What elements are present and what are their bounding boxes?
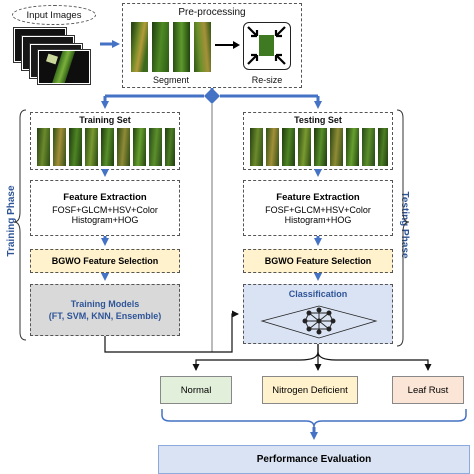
training-models-box: Training Models (FT, SVM, KNN, Ensemble) xyxy=(30,284,180,336)
class-rust-box: Leaf Rust xyxy=(392,376,464,404)
resize-label: Re-size xyxy=(251,75,283,85)
training-set-box: Training Set xyxy=(30,112,180,170)
classification-title: Classification xyxy=(288,289,348,299)
testing-feature-title: Feature Extraction xyxy=(276,191,360,203)
classes-brace xyxy=(161,409,467,428)
training-models-list: (FT, SVM, KNN, Ensemble) xyxy=(48,311,162,321)
leaf-thumbnail-icon xyxy=(152,22,169,72)
testing-set-title: Testing Set xyxy=(294,115,342,125)
preprocessing-box: Pre-processing Segment Re-size xyxy=(122,3,302,88)
input-images-group: Input Images xyxy=(8,4,100,84)
input-images-label-ellipse: Input Images xyxy=(12,5,96,25)
leaf-thumbnail-icon xyxy=(298,128,311,166)
class-normal-box: Normal xyxy=(160,376,232,404)
training-selection-label: BGWO Feature Selection xyxy=(51,256,159,266)
training-feature-line1: FOSF+GLCM+HSV+Color xyxy=(52,204,158,215)
segment-label: Segment xyxy=(152,75,190,85)
training-feature-line2: Histogram+HOG xyxy=(71,214,139,225)
leaf-thumbnail-icon xyxy=(378,128,388,166)
leaf-thumbnail-icon xyxy=(266,128,279,166)
testing-selection-label: BGWO Feature Selection xyxy=(264,256,372,266)
leaf-thumbnail-icon xyxy=(117,128,130,166)
input-images-label: Input Images xyxy=(26,9,82,21)
leaf-thumbnail-icon xyxy=(69,128,82,166)
training-phase-bracket xyxy=(13,109,27,341)
class-rust-label: Leaf Rust xyxy=(407,384,449,396)
leaf-thumbnail-icon xyxy=(250,128,263,166)
resize-arrow xyxy=(215,44,235,46)
arrow-to-normal xyxy=(192,344,319,371)
leaf-thumbnail-icon xyxy=(165,128,175,166)
split-diamond xyxy=(204,88,220,104)
training-set-title: Training Set xyxy=(79,115,131,125)
arrow-model-to-classification xyxy=(104,310,239,353)
testing-feature-line2: Histogram+HOG xyxy=(284,214,352,225)
leaf-thumbnail-icon xyxy=(330,128,343,166)
training-feature-extraction-box: Feature Extraction FOSF+GLCM+HSV+Color H… xyxy=(30,180,180,236)
arrow-to-rust xyxy=(317,351,432,371)
leaf-thumbnail-icon xyxy=(149,128,162,166)
testing-set-box: Testing Set xyxy=(243,112,393,170)
testing-phase-bracket xyxy=(396,109,410,347)
neural-network-icon xyxy=(260,305,378,339)
image-stack-icon xyxy=(14,28,98,84)
leaf-thumbnail-icon xyxy=(101,128,114,166)
leaf-thumbnail-icon xyxy=(131,22,148,72)
leaf-thumbnail-icon xyxy=(37,128,50,166)
class-normal-label: Normal xyxy=(180,384,212,396)
leaf-thumbnail-icon xyxy=(194,22,211,72)
training-set-thumbnails xyxy=(37,128,175,166)
testing-feature-line1: FOSF+GLCM+HSV+Color xyxy=(265,204,371,215)
class-nitrogen-box: Nitrogen Deficient xyxy=(262,376,358,404)
leaf-thumbnail-icon xyxy=(53,128,66,166)
resize-arrow-head xyxy=(233,41,240,49)
performance-evaluation-label: Performance Evaluation xyxy=(256,454,372,465)
resize-icon xyxy=(243,22,291,70)
leaf-thumbnail-icon xyxy=(346,128,359,166)
training-models-title: Training Models xyxy=(70,299,140,309)
leaf-thumbnail-icon xyxy=(314,128,327,166)
leaf-thumbnail-icon xyxy=(362,128,375,166)
testing-feature-extraction-box: Feature Extraction FOSF+GLCM+HSV+Color H… xyxy=(243,180,393,236)
testing-set-thumbnails xyxy=(250,128,388,166)
leaf-thumbnail-icon xyxy=(282,128,295,166)
leaf-thumbnail-icon xyxy=(173,22,190,72)
class-nitrogen-label: Nitrogen Deficient xyxy=(272,384,348,396)
training-feature-selection-box: BGWO Feature Selection xyxy=(30,249,180,273)
segment-thumbnails xyxy=(131,22,211,72)
leaf-thumbnail-icon xyxy=(133,128,146,166)
training-feature-title: Feature Extraction xyxy=(63,191,147,203)
testing-feature-selection-box: BGWO Feature Selection xyxy=(243,249,393,273)
classification-box: Classification xyxy=(243,284,393,344)
preprocessing-title: Pre-processing xyxy=(178,7,246,18)
leaf-thumbnail-icon xyxy=(85,128,98,166)
